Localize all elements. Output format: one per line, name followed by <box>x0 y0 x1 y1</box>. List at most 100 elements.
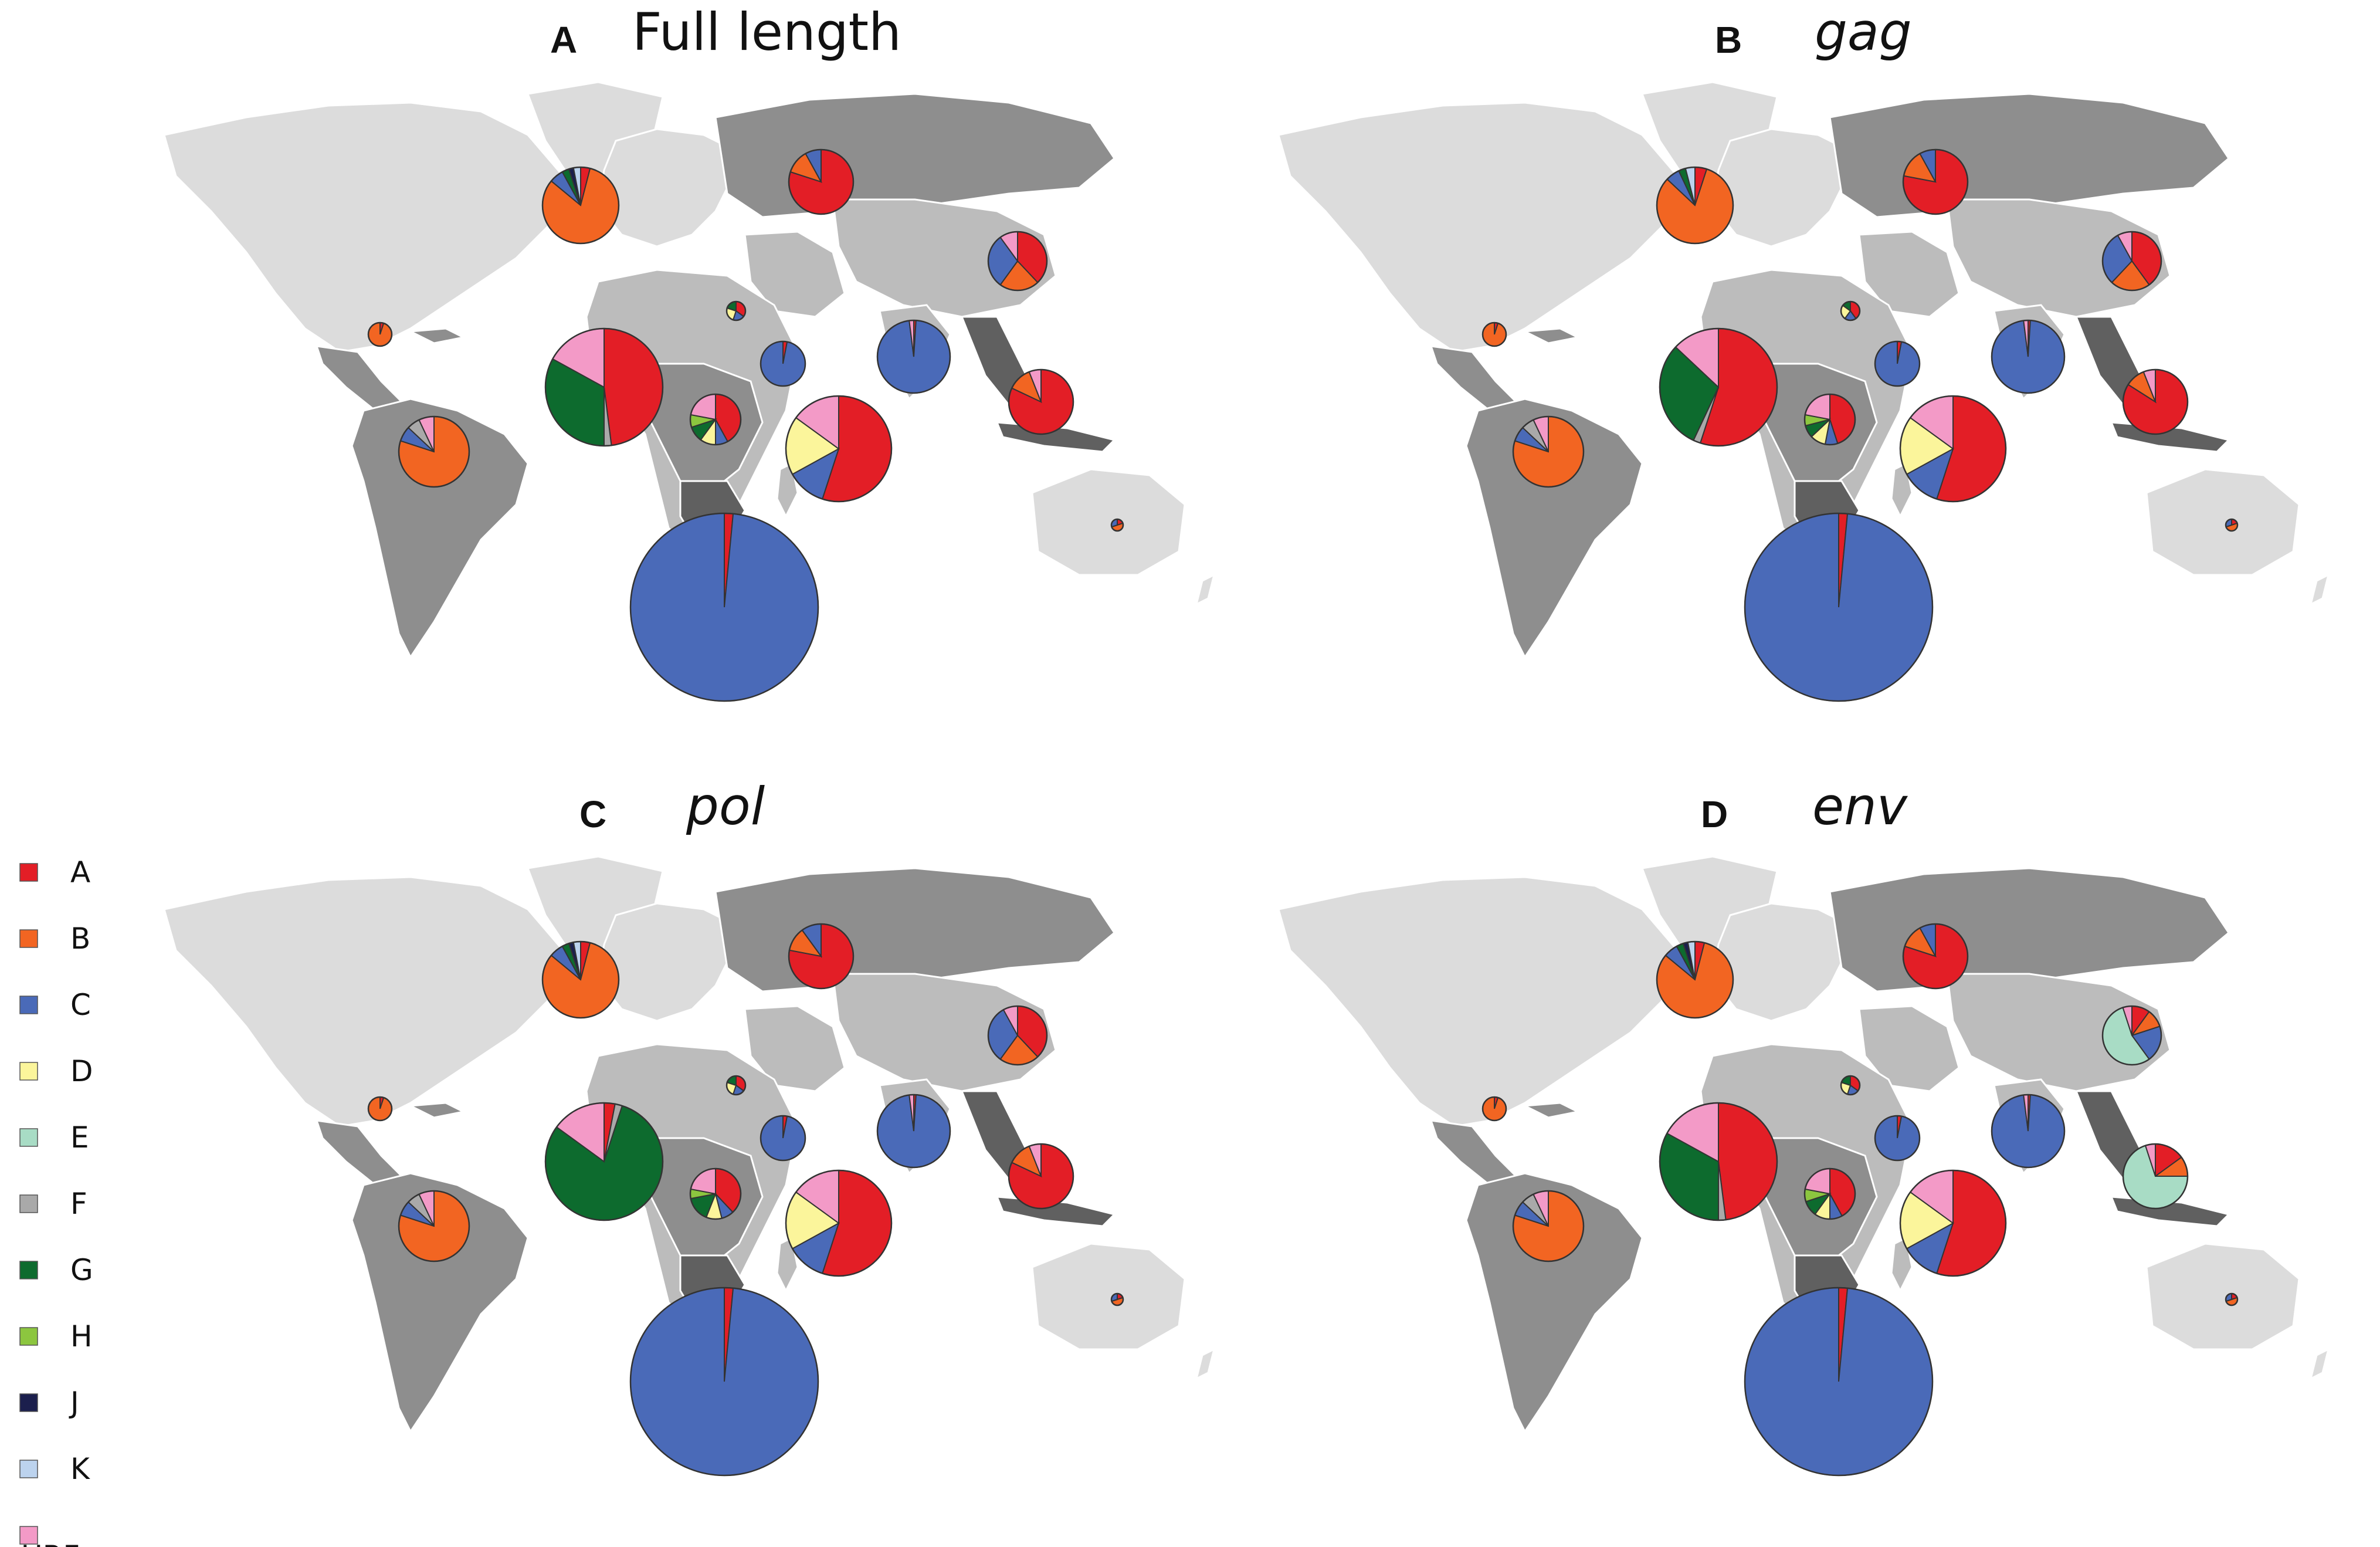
pie-russia <box>1902 148 1969 215</box>
pie-west-africa <box>544 327 664 447</box>
legend-swatch-c <box>19 996 38 1014</box>
legend-label-urfs: URFs <box>21 1539 95 1547</box>
pie-outline <box>1902 923 1969 990</box>
pie-western-europe <box>541 940 620 1019</box>
pie-north-africa <box>1840 1075 1861 1096</box>
pie-south-america <box>398 1190 470 1262</box>
pie-southeast-asia <box>2122 368 2189 435</box>
pie-outline <box>367 321 393 347</box>
pie-russia <box>1902 923 1969 990</box>
pie-india <box>876 1094 951 1169</box>
pie-west-africa <box>1659 327 1778 447</box>
pie-outline <box>785 1169 893 1277</box>
pie-outline <box>398 1190 470 1262</box>
pie-east-asia <box>987 231 1048 292</box>
pie-southern-africa <box>629 1287 819 1477</box>
pie-outline <box>398 415 470 488</box>
pie-caribbean <box>1481 1096 1507 1122</box>
pie-outline <box>2101 231 2162 292</box>
legend-swatch-g <box>19 1261 38 1279</box>
pie-outline <box>689 1167 742 1220</box>
pie-outline <box>876 1094 951 1169</box>
pie-east-asia <box>2101 231 2162 292</box>
pie-north-africa <box>725 300 747 321</box>
pie-outline <box>725 1075 747 1096</box>
legend-label-a: A <box>70 855 90 889</box>
pie-caribbean <box>1481 321 1507 347</box>
pie-horn-africa <box>760 340 806 387</box>
pie-outline <box>1656 166 1734 245</box>
legend-label-k: K <box>70 1452 90 1486</box>
pie-russia <box>788 148 855 215</box>
panel-title: gag <box>1815 2 1912 62</box>
pie-india <box>1991 319 2066 394</box>
map-panel-c: C pol <box>163 776 1215 1477</box>
pie-central-africa <box>1803 393 1856 446</box>
pie-slice-c <box>630 512 819 702</box>
legend: ABCDEFGHJKURFs <box>19 855 95 1547</box>
pie-outline <box>629 1287 819 1477</box>
pie-outline <box>1840 300 1861 321</box>
pie-outline <box>1899 395 2007 503</box>
pie-outline <box>2122 1143 2189 1210</box>
pie-outline <box>1899 1169 2007 1277</box>
pie-outline <box>788 923 855 990</box>
pie-east-africa <box>1899 1169 2007 1277</box>
legend-label-f: F <box>70 1187 87 1221</box>
pie-outline <box>367 1096 393 1122</box>
legend-label-g: G <box>70 1253 93 1287</box>
legend-label-h: H <box>70 1319 93 1353</box>
pie-slice-c <box>630 1287 819 1476</box>
pie-western-europe <box>1656 940 1734 1019</box>
pie-india <box>876 319 951 394</box>
legend-swatch-b <box>19 929 38 948</box>
pie-outline <box>788 148 855 215</box>
pie-outline <box>1110 1292 1124 1306</box>
legend-swatch-e <box>19 1128 38 1147</box>
pie-outline <box>1991 319 2066 394</box>
pie-central-africa <box>1803 1167 1856 1220</box>
panel-letter: D <box>1701 793 1728 835</box>
pie-outline <box>1902 148 1969 215</box>
pie-central-africa <box>689 1167 742 1220</box>
pie-east-africa <box>1899 395 2007 503</box>
pie-south-america <box>1512 1190 1585 1262</box>
pie-caribbean <box>367 1096 393 1122</box>
pie-outline <box>1512 1190 1585 1262</box>
pie-outline <box>689 393 742 446</box>
pie-russia <box>788 923 855 990</box>
pie-east-asia <box>987 1005 1048 1066</box>
pie-outline <box>1744 512 1934 702</box>
legend-swatch-h <box>19 1327 38 1346</box>
pie-outline <box>544 327 664 447</box>
pie-outline <box>876 319 951 394</box>
legend-swatch-f <box>19 1194 38 1213</box>
legend-label-b: B <box>70 922 90 956</box>
pie-southern-africa <box>1744 1287 1934 1477</box>
pie-outline <box>1512 415 1585 488</box>
pie-southern-africa <box>1744 512 1934 702</box>
pie-outline <box>1874 340 1921 387</box>
pie-southeast-asia <box>1008 1143 1074 1210</box>
pie-outline <box>987 231 1048 292</box>
pie-outline <box>1659 1102 1778 1221</box>
pie-outline <box>1874 1115 1921 1162</box>
pie-outline <box>541 166 620 245</box>
pie-outline <box>1008 1143 1074 1210</box>
legend-label-j: J <box>69 1386 79 1420</box>
pie-southeast-asia <box>1008 368 1074 435</box>
pie-outline <box>1659 327 1778 447</box>
map-panel-d: D env <box>1277 776 2330 1477</box>
pie-west-africa <box>1659 1102 1778 1221</box>
pie-outline <box>2122 368 2189 435</box>
pie-outline <box>541 940 620 1019</box>
pie-south-america <box>1512 415 1585 488</box>
pie-southern-africa <box>629 512 819 702</box>
pie-outline <box>2225 1292 2239 1306</box>
pie-slice-c <box>1744 512 1933 702</box>
pie-australia <box>2225 518 2239 532</box>
legend-label-e: E <box>70 1121 89 1155</box>
map-panel-a: A Full length <box>163 2 1215 702</box>
pie-outline <box>1744 1287 1934 1477</box>
panel-title: Full length <box>632 2 901 62</box>
